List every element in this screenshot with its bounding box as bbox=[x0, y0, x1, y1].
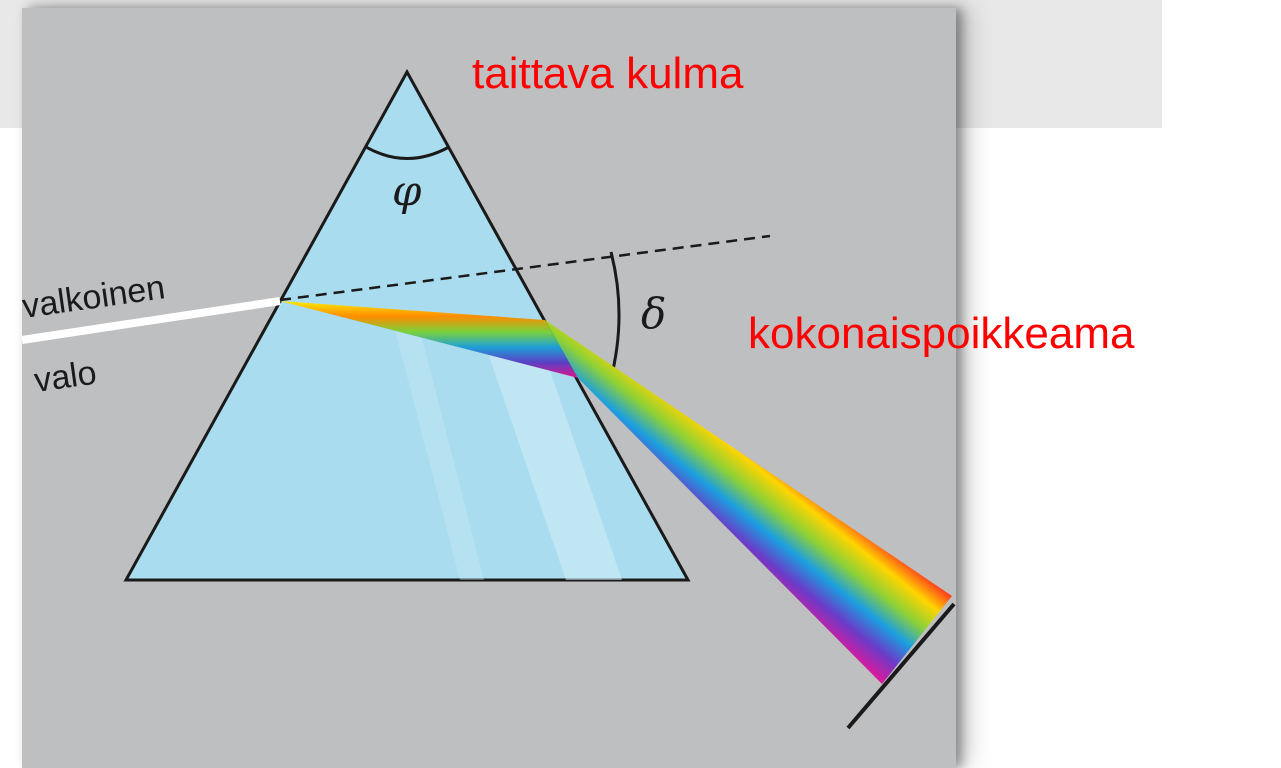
screen-line bbox=[846, 602, 956, 730]
prism-highlight bbox=[395, 330, 484, 580]
total-deviation-label: kokonaispoikkeama bbox=[748, 309, 1135, 358]
spectrum-inside-prism bbox=[280, 301, 578, 378]
delta-symbol: δ bbox=[641, 289, 666, 338]
apex-angle-label: taittava kulma bbox=[472, 49, 744, 98]
spectrum-outgoing bbox=[545, 320, 952, 684]
white-light-ray bbox=[21, 297, 281, 344]
white-light-label-line2: valo bbox=[32, 354, 99, 400]
phi-symbol: φ bbox=[392, 166, 422, 215]
apex-angle-arc bbox=[365, 145, 450, 160]
incident-extension-line bbox=[279, 234, 771, 302]
white-light-label-line1: valkoinen bbox=[20, 268, 168, 326]
prism-highlight bbox=[480, 330, 622, 580]
